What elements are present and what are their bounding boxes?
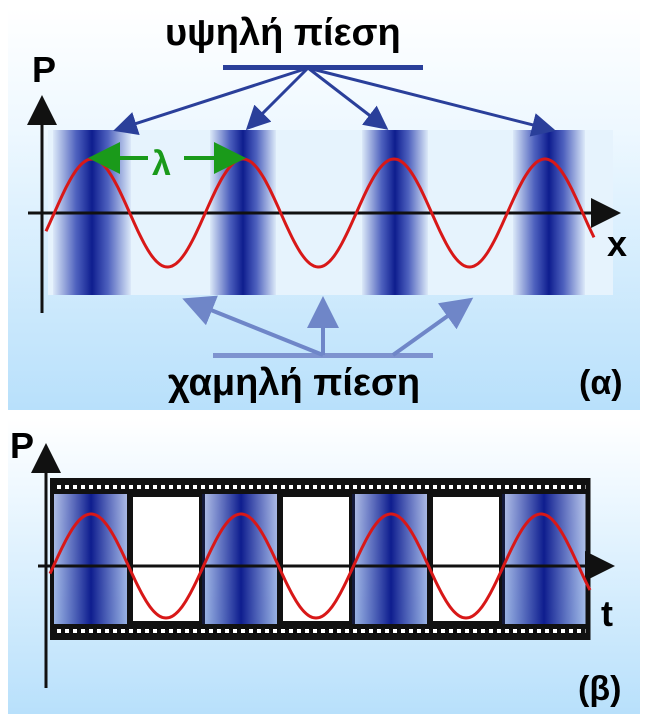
film-bottom-sprockets xyxy=(54,629,588,635)
low-pressure-bar xyxy=(213,353,433,358)
pressure-wave xyxy=(48,512,592,620)
y-axis-label: P xyxy=(32,49,57,90)
x-axis-label: x xyxy=(607,223,628,264)
low-pressure-arrow xyxy=(182,295,324,357)
film-frame-compression xyxy=(202,494,280,624)
high-pressure-arrow xyxy=(113,66,309,135)
y-axis-label: P xyxy=(10,425,35,466)
high-pressure-bar xyxy=(223,65,423,70)
panel-b-label: (β) xyxy=(578,670,622,708)
film-frame-compression xyxy=(52,494,130,624)
film-frame-rarefaction xyxy=(277,491,355,627)
low-pressure-arrow xyxy=(391,297,474,357)
high-pressure-label: υψηλή πίεση xyxy=(165,12,401,54)
low-pressure-label: χαμηλή πίεση xyxy=(168,362,421,404)
panel-temporal-wave xyxy=(8,418,640,714)
pressure-wave xyxy=(44,157,596,269)
panel-a-label: (α) xyxy=(579,364,623,402)
wavelength-label: λ xyxy=(152,145,171,183)
panel-a-diagram xyxy=(8,8,640,410)
high-pressure-arrow xyxy=(245,66,310,131)
panel-spatial-wave xyxy=(8,8,640,410)
high-pressure-arrow xyxy=(307,66,389,130)
film-frame-rarefaction xyxy=(427,491,505,627)
high-pressure-arrow xyxy=(307,66,556,137)
film-frame-compression xyxy=(352,494,430,624)
t-axis-label: t xyxy=(601,593,613,634)
film-frame-rarefaction xyxy=(127,491,205,627)
film-top-sprockets xyxy=(54,483,588,489)
panel-b-diagram xyxy=(8,418,640,714)
